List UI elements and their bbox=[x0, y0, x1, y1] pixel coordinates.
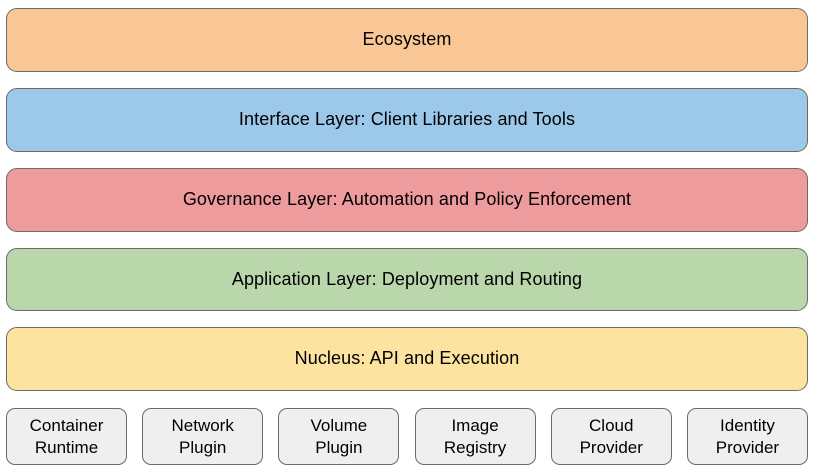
plugin-label-line2: Plugin bbox=[179, 437, 227, 457]
plugin-label-line2: Runtime bbox=[34, 437, 99, 457]
plugin-row: Container Runtime Network Plugin Volume … bbox=[6, 408, 808, 465]
plugin-label-line1: Image bbox=[451, 415, 499, 435]
plugin-label-line1: Volume bbox=[310, 415, 368, 435]
plugin-box-network-plugin: Network Plugin bbox=[142, 408, 264, 465]
plugin-box-volume-plugin: Volume Plugin bbox=[278, 408, 400, 465]
layer-box-application: Application Layer: Deployment and Routin… bbox=[6, 248, 808, 311]
plugin-box-image-registry: Image Registry bbox=[414, 408, 536, 465]
layer-box-governance: Governance Layer: Automation and Policy … bbox=[6, 168, 808, 232]
plugin-box-identity-provider: Identity Provider bbox=[686, 408, 808, 465]
layer-box-ecosystem: Ecosystem bbox=[6, 8, 808, 72]
plugin-box-container-runtime: Container Runtime bbox=[6, 408, 127, 465]
plugin-label-line1: Container bbox=[29, 415, 104, 435]
layer-label: Nucleus: API and Execution bbox=[294, 348, 520, 369]
plugin-label-line1: Network bbox=[171, 415, 234, 435]
layer-box-nucleus: Nucleus: API and Execution bbox=[6, 327, 808, 391]
layer-label: Interface Layer: Client Libraries and To… bbox=[238, 109, 576, 130]
plugin-label-line1: Cloud bbox=[589, 415, 634, 435]
plugin-box-cloud-provider: Cloud Provider bbox=[550, 408, 672, 465]
layer-label: Governance Layer: Automation and Policy … bbox=[182, 189, 632, 210]
plugin-label-line2: Provider bbox=[715, 437, 780, 457]
layer-label: Ecosystem bbox=[362, 29, 452, 50]
plugin-label-line1: Identity bbox=[720, 415, 775, 435]
plugin-label-line2: Plugin bbox=[315, 437, 363, 457]
layer-label: Application Layer: Deployment and Routin… bbox=[231, 268, 583, 289]
plugin-label-line2: Registry bbox=[443, 437, 507, 457]
plugin-label-line2: Provider bbox=[579, 437, 643, 457]
layer-box-interface: Interface Layer: Client Libraries and To… bbox=[6, 88, 808, 152]
